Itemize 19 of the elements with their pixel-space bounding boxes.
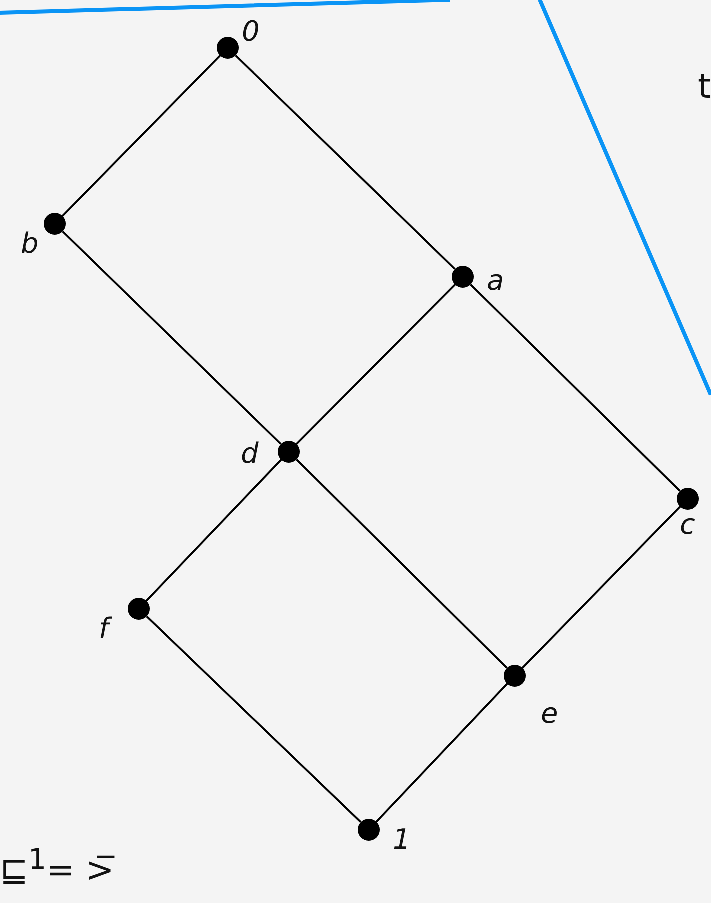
vertex-label: 0 xyxy=(242,18,260,46)
edge-line xyxy=(62,55,221,217)
edge-line xyxy=(146,459,282,602)
edge-line xyxy=(296,284,456,445)
edge-line xyxy=(376,683,508,823)
edge-line xyxy=(62,230,282,446)
edge-line xyxy=(522,506,682,669)
vertex-label: d xyxy=(241,440,259,468)
edge-line xyxy=(470,284,681,492)
vertex-label: 1 xyxy=(393,826,411,854)
edge-line xyxy=(146,616,362,824)
vertex-label: e xyxy=(541,700,558,728)
vertex-label: a xyxy=(487,267,504,295)
edge-line xyxy=(296,459,508,669)
formula-text: ⊑$^{1}$= >̅ xyxy=(0,846,114,888)
edge-line xyxy=(235,54,456,270)
cut-off-text: t xyxy=(698,70,711,104)
vertex-label: b xyxy=(21,230,39,258)
vertex-label: c xyxy=(680,511,696,539)
